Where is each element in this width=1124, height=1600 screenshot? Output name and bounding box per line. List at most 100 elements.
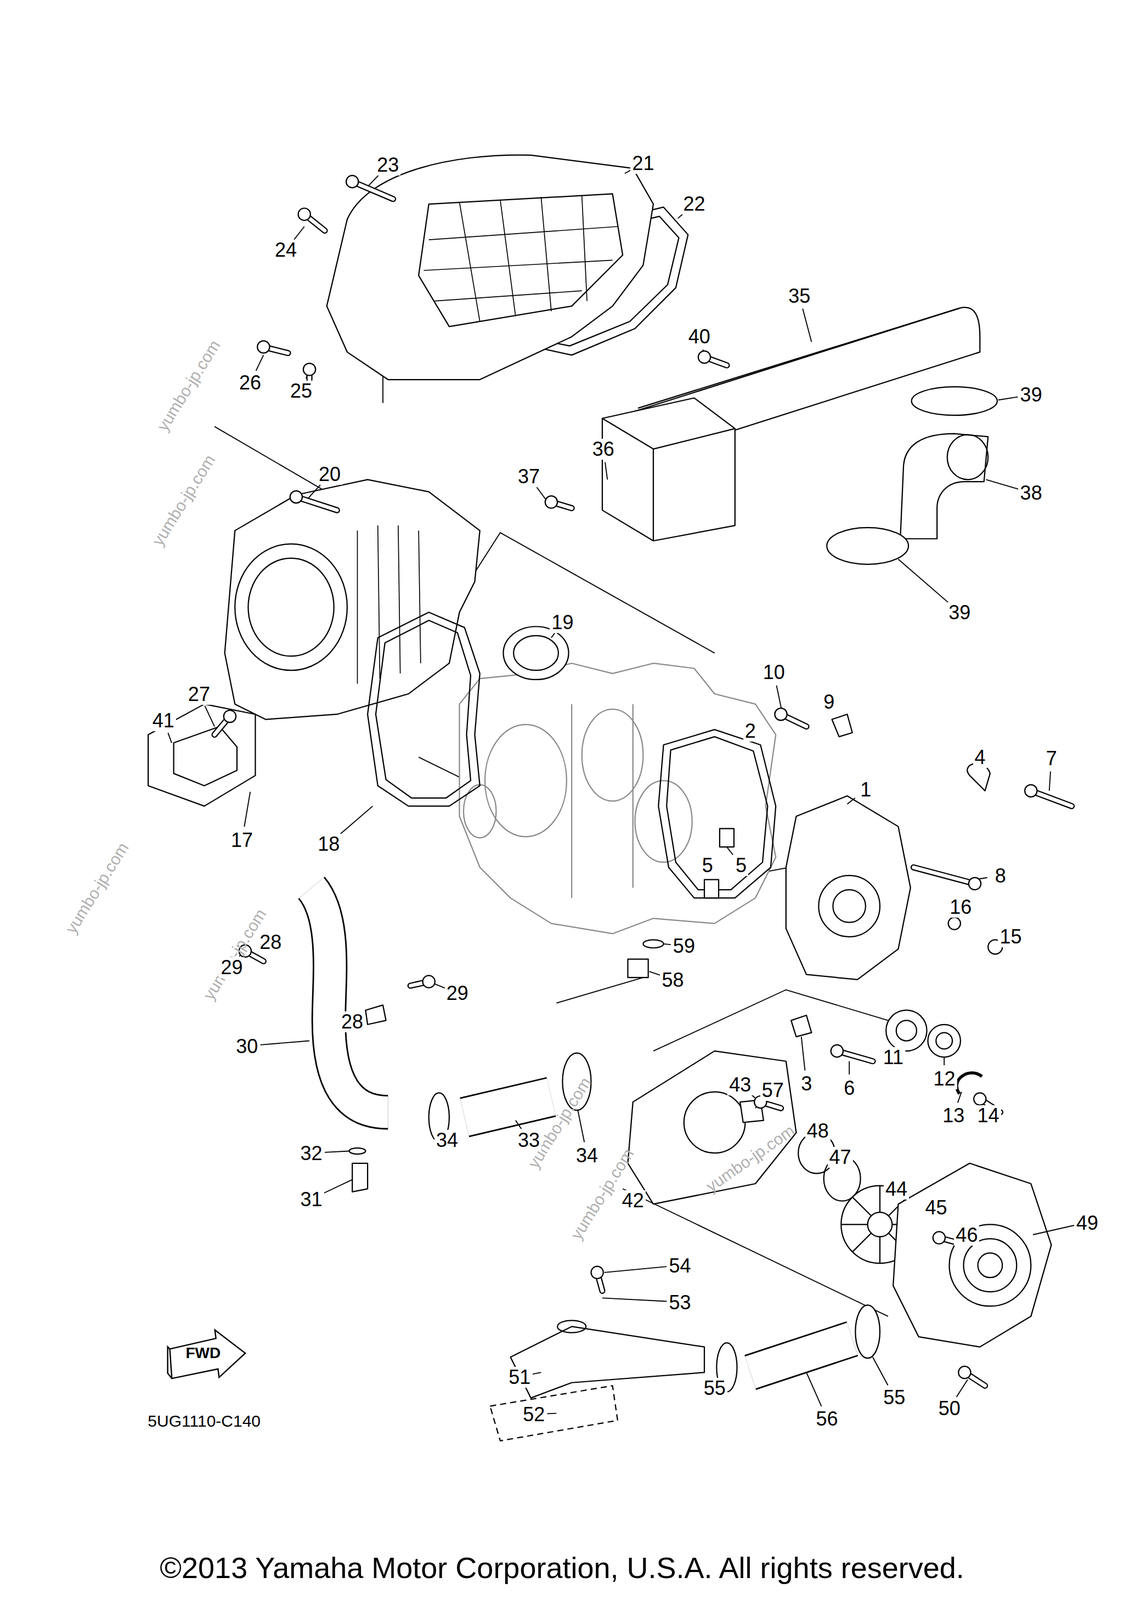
- bolt-symbol: [214, 710, 236, 736]
- leader-line: [167, 732, 172, 743]
- leader-line: [324, 1150, 350, 1152]
- bolt-symbol: [298, 208, 325, 231]
- callout-number: 24: [273, 239, 299, 261]
- callout-number: 8: [993, 865, 1008, 887]
- callout-number: 35: [786, 285, 812, 307]
- leader-line: [1032, 1225, 1075, 1235]
- bolt-symbol: [831, 1045, 873, 1062]
- callout-number: 1: [858, 779, 873, 801]
- callout-number: 12: [931, 1068, 957, 1090]
- leader-line: [776, 685, 783, 712]
- callout-number: 50: [936, 1398, 963, 1420]
- leader-line: [1049, 771, 1051, 791]
- callout-number: 42: [620, 1190, 646, 1212]
- bolt-symbol: [591, 1266, 604, 1292]
- leader-line: [256, 354, 264, 371]
- callout-number: 11: [881, 1047, 906, 1069]
- callout-number: 29: [444, 983, 471, 1004]
- callout-number: 43: [727, 1074, 753, 1096]
- callout-number: 6: [842, 1077, 857, 1099]
- callout-number: 33: [516, 1130, 542, 1151]
- callout-number: 22: [681, 193, 707, 215]
- watermark: yumbo-jp.com: [154, 337, 224, 435]
- callout-number: 45: [923, 1197, 950, 1219]
- leader-line: [323, 1179, 353, 1194]
- callout-number: 17: [229, 829, 255, 851]
- callout-number: 31: [298, 1189, 325, 1211]
- leader-line: [515, 1120, 522, 1129]
- callout-number: 46: [953, 1224, 980, 1246]
- leader-line: [806, 1372, 822, 1407]
- callout-number: 39: [1018, 384, 1044, 406]
- leader-line: [985, 479, 1019, 489]
- leader-line: [846, 798, 855, 805]
- callout-number: 15: [997, 926, 1024, 948]
- watermark: yumbo-jp.com: [149, 452, 218, 549]
- bolt-symbol: [410, 975, 436, 988]
- callout-number: 32: [298, 1143, 325, 1165]
- callout-number: 36: [590, 438, 617, 460]
- callout-number: 51: [506, 1367, 533, 1388]
- leader-line: [367, 174, 380, 188]
- leader-line: [872, 1357, 889, 1386]
- callout-number: 53: [667, 1292, 693, 1314]
- callout-number: 47: [827, 1147, 854, 1168]
- bolt-symbol: [303, 363, 316, 380]
- callout-number: 28: [339, 1011, 365, 1033]
- callout-number: 26: [237, 372, 263, 394]
- bolt-symbol: [698, 351, 727, 366]
- callout-number: 7: [1044, 748, 1059, 770]
- leader-line: [604, 1266, 668, 1273]
- leader-line: [848, 1061, 850, 1075]
- callout-number: 37: [516, 466, 542, 488]
- callout-number: 18: [315, 833, 342, 855]
- callout-number: 34: [574, 1145, 600, 1167]
- callout-number: 13: [940, 1105, 967, 1127]
- callout-number: 25: [288, 380, 314, 402]
- bolt-symbol: [257, 340, 288, 353]
- leader-line: [536, 487, 546, 500]
- bolt-symbol: [346, 175, 394, 200]
- callout-number: 23: [375, 154, 401, 176]
- leader-line: [547, 1413, 557, 1415]
- callout-number: 55: [702, 1377, 728, 1399]
- leader-line: [802, 308, 812, 342]
- leader-line: [998, 397, 1019, 401]
- arrow-label: FWD: [185, 1344, 221, 1363]
- bolt-symbol: [933, 1231, 955, 1244]
- leader-line: [957, 1092, 962, 1104]
- bolt-symbol: [290, 490, 338, 511]
- leader-line: [308, 484, 321, 499]
- callout-number: 49: [1074, 1212, 1100, 1234]
- callout-number: 48: [805, 1120, 831, 1142]
- callout-number: 27: [186, 684, 212, 705]
- leader-line: [897, 558, 950, 604]
- callout-number: 5: [733, 855, 749, 877]
- callout-number: 21: [630, 153, 656, 174]
- bolt-symbol: [958, 1366, 985, 1386]
- callout-number: 3: [799, 1073, 814, 1095]
- callout-number: 41: [150, 710, 177, 732]
- callout-number: 57: [760, 1080, 786, 1101]
- bolt-symbol: [774, 708, 807, 727]
- callout-number: 34: [434, 1130, 460, 1151]
- callout-number: 59: [671, 935, 697, 957]
- leader-line: [602, 1297, 667, 1302]
- leader-line: [244, 792, 251, 828]
- callout-number: 30: [234, 1036, 260, 1058]
- leader-line: [532, 1372, 541, 1375]
- callout-number: 38: [1018, 482, 1044, 504]
- leader-line: [801, 1036, 806, 1071]
- leader-line: [339, 806, 374, 836]
- callout-number: 19: [549, 612, 575, 634]
- callout-number: 40: [686, 326, 713, 348]
- callout-number: 55: [881, 1387, 907, 1409]
- leader-line: [956, 1379, 968, 1398]
- leader-line: [294, 226, 305, 240]
- callout-number: 9: [821, 691, 837, 713]
- leader-line: [204, 705, 215, 727]
- callout-number: 54: [667, 1255, 693, 1277]
- leader-line: [649, 971, 661, 976]
- bolt-symbol: [545, 495, 572, 508]
